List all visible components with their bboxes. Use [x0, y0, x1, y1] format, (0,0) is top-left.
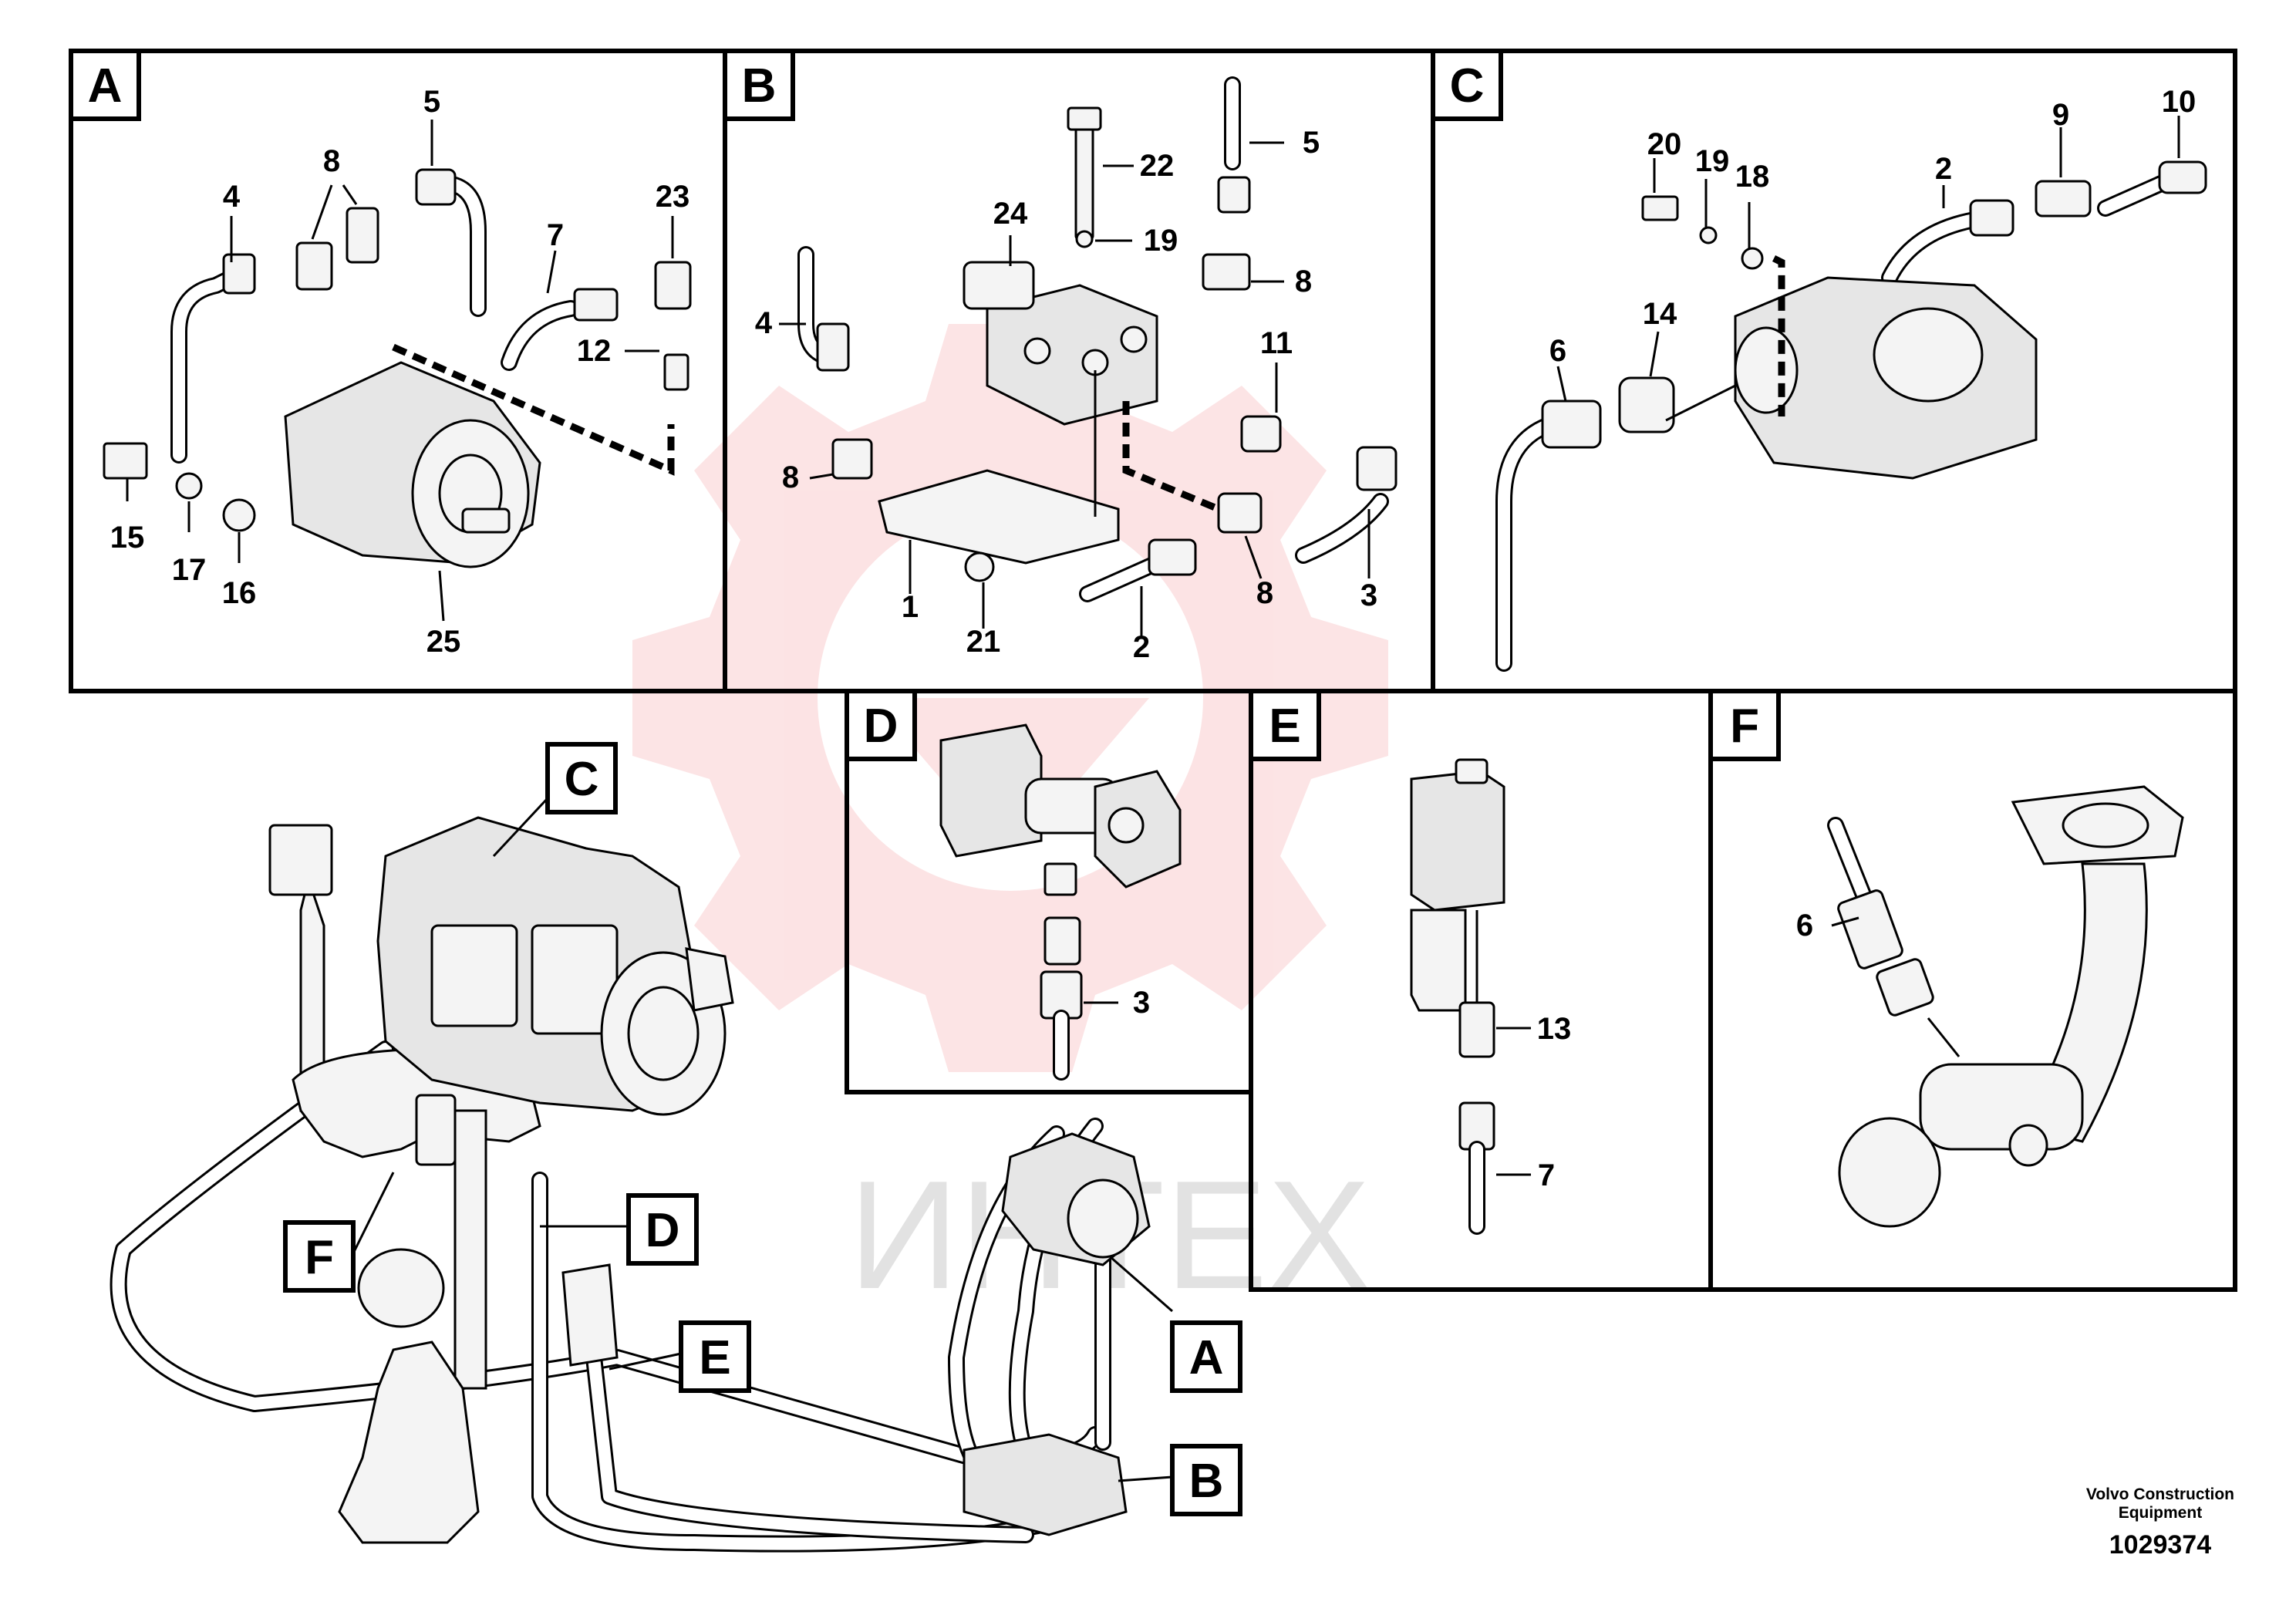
panel-b-label-1: 1: [902, 590, 919, 624]
panel-b-label-4: 4: [755, 306, 773, 340]
panel-d-label-3: 3: [1133, 986, 1150, 1020]
svg-text:D: D: [864, 700, 899, 753]
document-number: 1029374: [2109, 1530, 2212, 1560]
panel-c-label-18: 18: [1735, 160, 1770, 194]
svg-text:B: B: [1189, 1455, 1224, 1508]
svg-text:E: E: [699, 1331, 730, 1384]
overview-callout-f: F: [283, 1220, 356, 1293]
panel-c-label-10: 10: [2162, 85, 2197, 119]
panel-c-label-6: 6: [1549, 334, 1566, 368]
overview-callout-a: A: [1170, 1320, 1242, 1393]
svg-text:C: C: [1450, 59, 1485, 113]
panel-f-label-6: 6: [1796, 909, 1813, 943]
panel-c-letter-box: C: [1431, 49, 1503, 121]
svg-text:C: C: [565, 753, 599, 806]
panel-b-label-11: 11: [1260, 326, 1293, 360]
panel-a-label-15: 15: [110, 521, 145, 555]
svg-text:F: F: [305, 1231, 334, 1284]
panel-b-label-24: 24: [993, 197, 1028, 231]
panel-a-label-23: 23: [656, 180, 690, 214]
panel-c-label-2: 2: [1935, 152, 1952, 186]
panel-f-frame: [1708, 689, 2237, 1292]
panel-e-label-7: 7: [1538, 1158, 1555, 1192]
panel-c-label-9: 9: [2052, 98, 2069, 132]
panel-a-letter-box: A: [69, 49, 141, 121]
panel-f-drawing: [1827, 785, 2184, 1228]
panel-b-label-22: 22: [1140, 149, 1175, 183]
machine-overview: [110, 797, 1173, 1553]
panel-b-label-19: 19: [1144, 224, 1178, 258]
panel-a-drawing: [103, 120, 692, 622]
panel-c-label-19: 19: [1695, 144, 1730, 178]
panel-b-label-8-top: 8: [1295, 265, 1312, 298]
panel-b-label-5: 5: [1303, 126, 1320, 160]
svg-text:D: D: [646, 1204, 680, 1257]
panel-a-label-4: 4: [223, 180, 241, 214]
panel-a-label-7: 7: [547, 218, 564, 252]
panel-e-label-13: 13: [1537, 1012, 1572, 1046]
overview-callout-c: C: [545, 742, 618, 814]
svg-text:A: A: [1189, 1331, 1224, 1384]
panel-b-label-2: 2: [1133, 630, 1150, 664]
panel-c-label-20: 20: [1647, 127, 1682, 161]
panel-b-label-3: 3: [1360, 578, 1377, 612]
panel-b-letter-box: B: [723, 49, 795, 121]
brand-line-1: Volvo Construction: [2085, 1485, 2234, 1503]
panel-f-letter-box: F: [1708, 689, 1781, 761]
panel-a-label-17: 17: [172, 553, 207, 587]
svg-text:E: E: [1269, 700, 1300, 753]
panel-a-label-8: 8: [323, 144, 340, 178]
panel-a-label-12: 12: [577, 334, 612, 368]
panel-d-drawing: [939, 723, 1182, 1081]
panel-b-label-8-bottom: 8: [1256, 576, 1273, 610]
brand-line-2: Equipment: [2118, 1504, 2203, 1522]
panel-b-label-21: 21: [966, 625, 1001, 659]
panel-a-label-25: 25: [426, 625, 461, 659]
panel-d-letter-box: D: [845, 689, 917, 761]
svg-text:A: A: [88, 59, 123, 113]
overview-callout-d: D: [626, 1193, 699, 1266]
overview-callout-e: E: [679, 1320, 751, 1393]
footer-block: Volvo Construction Equipment 1029374: [2086, 1485, 2234, 1560]
svg-text:B: B: [742, 59, 777, 113]
panel-c-label-14: 14: [1643, 297, 1677, 331]
svg-text:F: F: [1730, 700, 1759, 753]
panel-b-label-8-left: 8: [782, 460, 799, 494]
panel-c-drawing: [1495, 116, 2207, 672]
panel-e-letter-box: E: [1249, 689, 1321, 761]
panel-a-label-16: 16: [222, 576, 257, 610]
overview-callout-b: B: [1170, 1444, 1242, 1516]
panel-e-drawing: [1410, 758, 1531, 1235]
panel-a-label-5: 5: [423, 85, 440, 119]
panel-b-drawing: [779, 76, 1397, 636]
